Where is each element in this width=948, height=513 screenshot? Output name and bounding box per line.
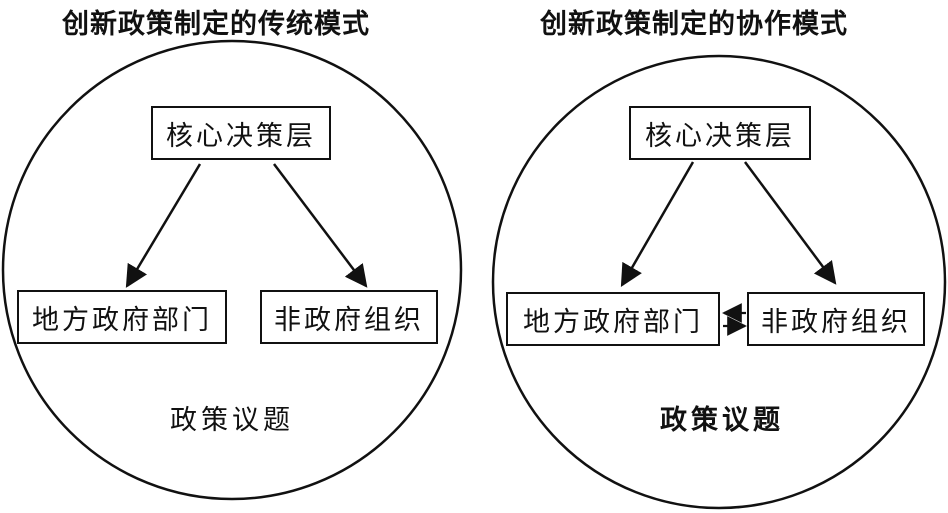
arrow-core-to-ngo-collaborative xyxy=(743,161,837,285)
core-decision-box-collaborative: 核心决策层 xyxy=(629,106,811,160)
core-decision-label: 核心决策层 xyxy=(645,120,795,152)
diagram-title-traditional: 创新政策制定的传统模式 xyxy=(62,9,370,40)
arrow-core-to-local-traditional xyxy=(125,163,202,288)
core-decision-box-traditional: 核心决策层 xyxy=(151,106,331,160)
ngo-box-traditional: 非政府组织 xyxy=(260,290,438,344)
boundary-circle-traditional xyxy=(1,39,463,501)
local-government-label: 地方政府部门 xyxy=(32,304,212,336)
ngo-box-collaborative: 非政府组织 xyxy=(747,292,925,346)
boundary-circle-collaborative xyxy=(491,54,947,510)
local-government-label: 地方政府部门 xyxy=(523,306,703,338)
local-government-box-collaborative: 地方政府部门 xyxy=(506,292,720,346)
arrow-core-to-local-collaborative xyxy=(620,161,695,287)
diagram-title-collaborative: 创新政策制定的协作模式 xyxy=(540,9,848,40)
ngo-label: 非政府组织 xyxy=(274,304,424,336)
ngo-label: 非政府组织 xyxy=(761,306,911,338)
core-decision-label: 核心决策层 xyxy=(166,120,316,152)
policy-topic-collaborative: 政策议题 xyxy=(660,405,784,436)
local-government-box-traditional: 地方政府部门 xyxy=(17,290,227,344)
arrow-core-to-ngo-traditional xyxy=(273,163,368,288)
policy-topic-traditional: 政策议题 xyxy=(170,405,294,436)
